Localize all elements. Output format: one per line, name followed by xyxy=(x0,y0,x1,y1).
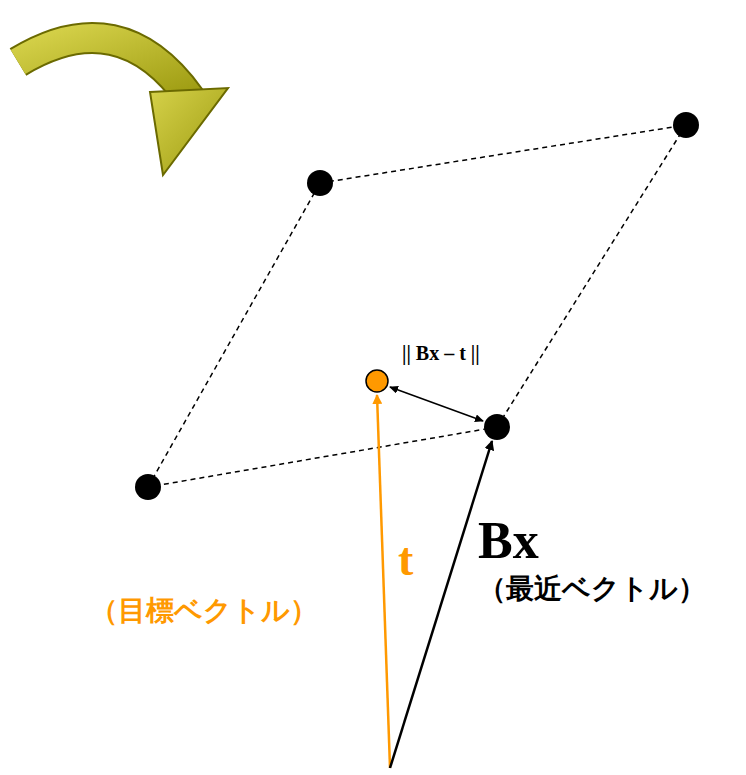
lattice-points xyxy=(135,112,699,500)
vector-caption: （最近ベクトル） xyxy=(478,574,706,605)
closest-vector xyxy=(390,441,492,768)
distance-arrow xyxy=(390,387,483,421)
target-vector xyxy=(377,395,390,768)
vector-caption: （目標ベクトル） xyxy=(90,596,318,627)
vector-name: Bx xyxy=(478,512,539,569)
lattice-cell xyxy=(148,125,686,487)
target-point xyxy=(366,370,388,392)
distance-label: || Bx – t || xyxy=(402,342,480,364)
curved-arrow xyxy=(18,38,228,175)
vector-name: t xyxy=(398,535,413,586)
